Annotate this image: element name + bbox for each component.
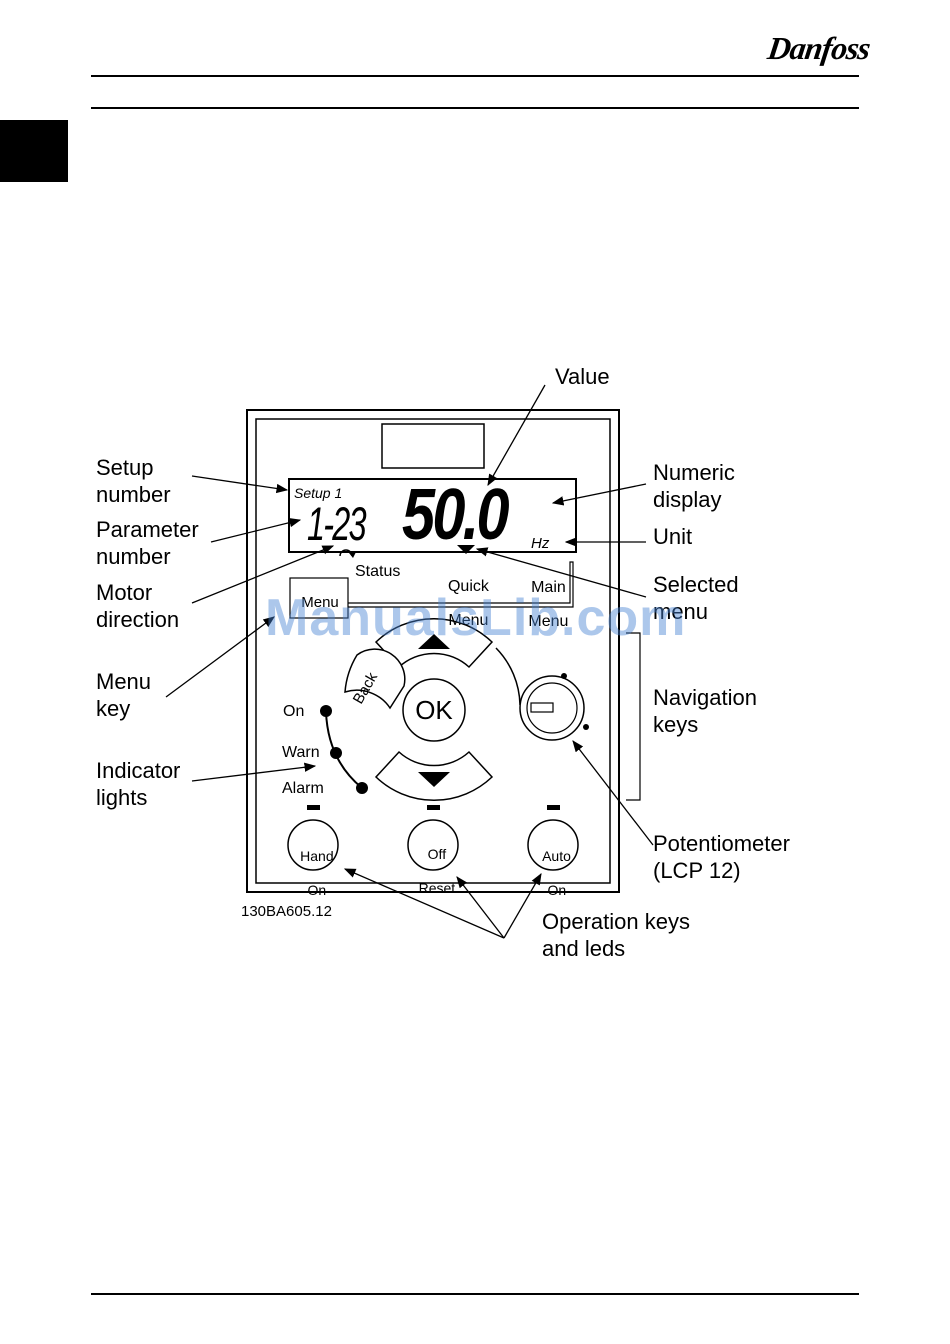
auto-on-line2: On (547, 882, 567, 898)
callout-potentiometer: Potentiometer (LCP 12) (653, 831, 790, 883)
panel-inner-frame (255, 418, 611, 884)
value-leader (487, 384, 546, 487)
parameter-number-text: 1-23 (307, 497, 367, 551)
warn-light-label: Warn (282, 744, 320, 761)
quick-menu-line2: Menu (448, 612, 489, 629)
status-tab-label: Status (355, 563, 401, 580)
off-reset-key-label: Off Reset (408, 829, 458, 897)
menu-key-label: Menu (301, 594, 339, 611)
menu-bar-outline (348, 561, 574, 608)
callout-motor-direction: Motor direction (96, 580, 180, 632)
unit-text: Hz (531, 535, 550, 552)
down-arrow-icon (418, 772, 450, 787)
numeric-value-text: 50.0 (402, 474, 510, 555)
hand-on-line2: On (307, 882, 327, 898)
hand-on-led (307, 805, 320, 810)
ok-key (402, 678, 466, 742)
callout-navigation-keys: Navigation keys (653, 685, 757, 737)
selected-menu-leader (475, 547, 647, 598)
auto-on-key (527, 819, 579, 871)
header-rule-top (91, 75, 859, 77)
quick-menu-line1: Quick (447, 578, 489, 595)
hand-on-leader (343, 868, 505, 939)
footer-rule (91, 1293, 859, 1295)
auto-on-led (547, 805, 560, 810)
main-menu-line1: Main (531, 579, 566, 596)
warn-light-icon (330, 747, 342, 759)
main-menu-tab-label: Main Menu (516, 562, 572, 630)
main-menu-line2: Menu (528, 613, 569, 630)
on-light-label: On (283, 703, 305, 720)
up-arrow-icon (418, 634, 450, 649)
auto-on-line1: Auto (542, 848, 571, 864)
potentiometer-leader (572, 740, 654, 846)
figure-code: 130BA605.12 (241, 903, 332, 920)
off-reset-line2: Reset (418, 880, 456, 896)
lcd-display (288, 478, 577, 553)
callout-setup-number: Setup number (96, 455, 171, 507)
hand-on-line1: Hand (300, 848, 334, 864)
callout-value: Value (555, 364, 610, 389)
off-reset-leader (456, 876, 505, 939)
callout-numeric-display: Numeric display (653, 460, 735, 512)
off-reset-line1: Off (427, 846, 447, 862)
callout-unit: Unit (653, 524, 693, 549)
navigation-keys-bracket (626, 632, 641, 801)
panel-outer-frame (246, 409, 620, 893)
potentiometer-knob (530, 702, 554, 713)
on-light-icon (320, 705, 332, 717)
potentiometer-arc (495, 647, 521, 706)
menu-key-outline (289, 577, 349, 619)
back-key (344, 648, 406, 710)
callout-operation-keys: Operation keys and leds (542, 909, 690, 961)
setup-number-leader (191, 475, 289, 494)
chapter-tab (0, 120, 68, 182)
selected-menu-marker-icon (457, 545, 475, 554)
auto-on-leader (503, 872, 542, 939)
off-reset-led (427, 805, 440, 810)
ok-key-label: OK (415, 695, 453, 725)
menu-key-leader (165, 616, 275, 698)
callout-parameter-number: Parameter number (96, 517, 199, 569)
header-rule-bottom (91, 107, 859, 109)
off-reset-key (407, 819, 459, 871)
callout-menu-key: Menu key (96, 669, 152, 721)
callout-selected-menu: Selected menu (653, 572, 739, 624)
alarm-light-icon (356, 782, 368, 794)
panel-label-window (381, 423, 485, 469)
indicator-lights-leader (191, 762, 317, 782)
numeric-display-leader (551, 483, 647, 506)
hand-on-key-label: Hand On (288, 831, 338, 899)
potentiometer-inner (526, 682, 578, 734)
hand-on-key (287, 819, 339, 871)
callout-indicator-lights: Indicator lights (96, 758, 181, 810)
auto-on-key-label: Auto On (528, 831, 578, 899)
setup-number-text: Setup 1 (294, 485, 342, 501)
potentiometer-outer (519, 675, 585, 741)
alarm-light-label: Alarm (282, 780, 324, 797)
quick-menu-tab-label: Quick Menu (436, 561, 492, 629)
parameter-number-leader (210, 517, 302, 543)
motor-direction-leader (191, 545, 335, 604)
